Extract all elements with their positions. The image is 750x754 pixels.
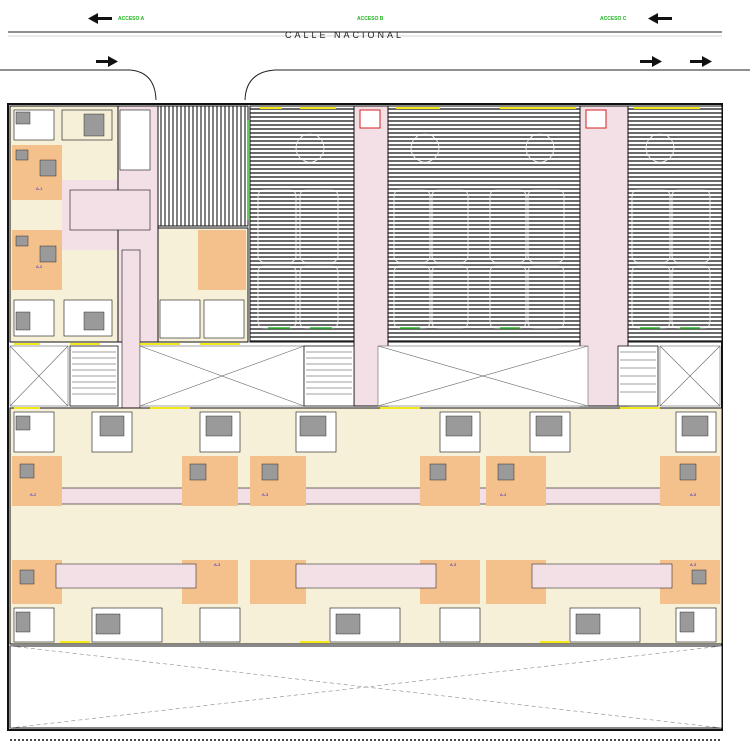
bottom-open-area <box>9 645 723 741</box>
arrow-left-icon <box>88 13 112 24</box>
street-area: CALLE NACIONAL ACCESO A ACCESO B ACCESO … <box>0 13 750 101</box>
parking-area <box>157 105 723 343</box>
arrow-right-icon <box>690 56 712 67</box>
unit-tag: A-3 <box>262 492 269 497</box>
access-label-c: ACCESO C <box>600 16 627 22</box>
access-label-b: ACCESO B <box>357 16 384 22</box>
unit-tag: A-3 <box>214 562 221 567</box>
unit-tag: A-2 <box>36 264 43 269</box>
upper-center-apartments <box>157 227 249 343</box>
unit-tag: A-2 <box>30 492 37 497</box>
arrow-left-icon <box>648 13 672 24</box>
access-label-a: ACCESO A <box>118 16 145 22</box>
unit-tag: A-3 <box>450 562 457 567</box>
unit-tag: A-3 <box>690 562 697 567</box>
arrow-right-icon <box>640 56 662 67</box>
furniture <box>15 111 709 635</box>
middle-apartments: A-2 A-3 A-4 A-5 A-3 A-3 A-3 <box>9 407 723 645</box>
unit-tag: A-4 <box>500 492 507 497</box>
unit-tag: A-5 <box>690 492 697 497</box>
unit-tag: A-1 <box>36 186 43 191</box>
street-name: CALLE NACIONAL <box>285 30 404 40</box>
arrow-right-icon <box>96 56 118 67</box>
